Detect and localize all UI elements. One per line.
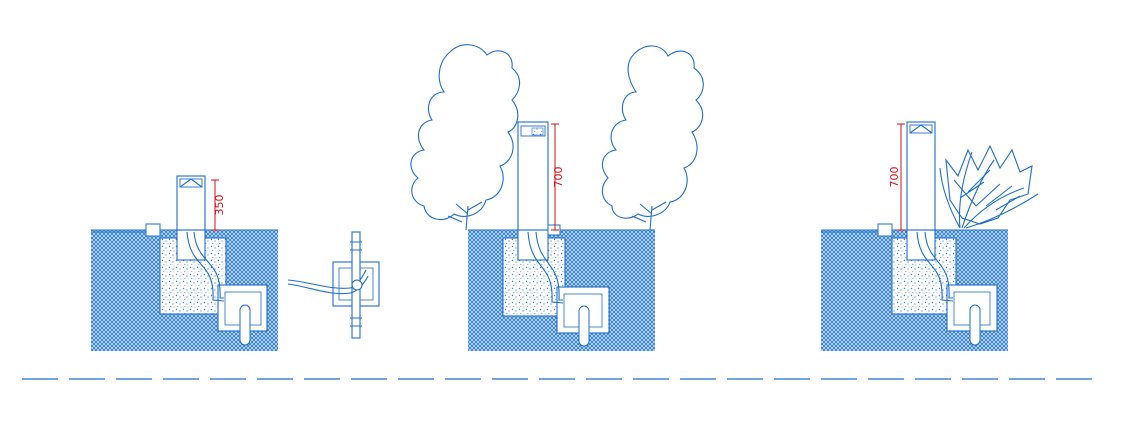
bollard: [176, 175, 206, 231]
shrub-icon: [939, 144, 1039, 229]
cable-gland: [877, 223, 893, 237]
drain-pipe: [239, 304, 251, 346]
cable-gland: [145, 223, 161, 237]
bollard-base: [176, 229, 206, 261]
cable-conduit: [916, 231, 954, 302]
dimension-line: [551, 123, 559, 231]
right-section: 700: [821, 121, 1039, 351]
dimension-label: 350: [213, 195, 226, 216]
cable-conduit: [527, 231, 564, 304]
dimension-line: [897, 123, 905, 231]
cable-conduit: [186, 231, 225, 302]
center-section: 700: [410, 44, 704, 351]
bollard-base: [906, 229, 936, 261]
drain-pipe: [969, 304, 981, 346]
tree-right-icon: [601, 45, 704, 231]
dimension-label: 700: [888, 167, 901, 188]
left-section: 350: [91, 175, 278, 351]
bollard: [906, 121, 936, 231]
connector-plan-detail: [287, 231, 380, 339]
cable: [287, 269, 367, 289]
dimension-line: [211, 179, 219, 231]
tree-left-icon: [410, 44, 521, 231]
bollard-light-head: [520, 125, 546, 137]
drain-pipe: [578, 305, 590, 347]
dimension-label: 700: [552, 167, 565, 188]
bollard: [517, 121, 549, 231]
